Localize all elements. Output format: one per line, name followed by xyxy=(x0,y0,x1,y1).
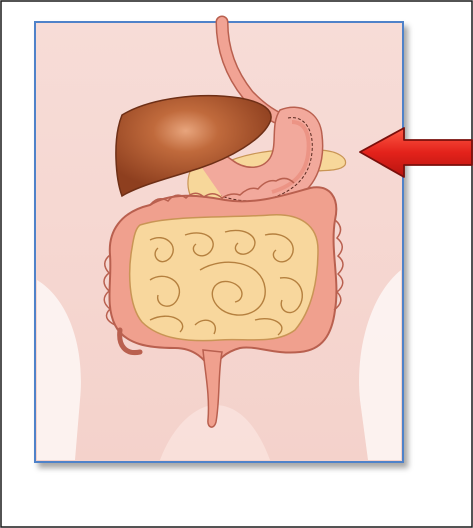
small-intestine-mass xyxy=(130,215,318,341)
small-intestine xyxy=(130,215,318,341)
